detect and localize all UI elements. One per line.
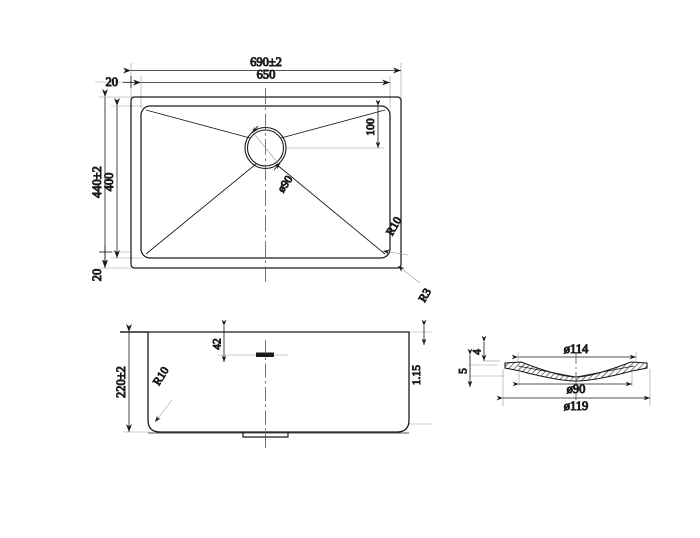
dim-inner-corner-radius: R10: [382, 214, 409, 256]
dim-overall-width-label: 690±2: [250, 55, 282, 69]
dim-bowl-width-label: 650: [257, 68, 276, 82]
dim-bowl-corner-radius-label: R10: [151, 365, 171, 388]
dim-drain-diameter-label: ø90: [276, 174, 296, 195]
dim-bowl-depth-label: 400: [102, 173, 116, 192]
dim-flange-top-diameter-label: ø114: [564, 342, 589, 356]
dim-material-thickness-label: 1.15: [411, 365, 423, 385]
detail-extension-lines: [470, 352, 651, 406]
sink-outer-rim-outline: [130, 96, 402, 269]
dim-drain-bore-diameter-label: ø90: [567, 382, 586, 396]
dim-flange-outer-diameter-label: ø119: [564, 399, 589, 413]
dim-flange-total-height: 5: [457, 348, 473, 387]
dim-flange-total-height-label: 5: [458, 368, 470, 374]
centre-stamp-mark: [256, 352, 274, 357]
dim-overall-depth: 440±2: [90, 89, 108, 268]
dim-rim-bottom: 20: [90, 245, 112, 282]
dim-bowl-depth: 400: [102, 98, 120, 258]
drain-detail-view: ø114 ø90 ø119 4 5: [457, 335, 651, 414]
sink-body-section-profile: [120, 331, 410, 433]
dim-flange-lip-height-label: 4: [472, 349, 484, 355]
dim-rim-to-ledge-label: 42: [212, 338, 224, 350]
dim-rim-bottom-label: 20: [90, 269, 104, 282]
plan-view: 690±2 650 20 440±2 400: [90, 55, 435, 305]
dim-overall-height-label: 220±2: [114, 366, 128, 398]
dim-overall-width: 690±2: [123, 55, 401, 74]
dim-rim-to-ledge: 42: [211, 319, 227, 362]
dim-outer-corner-radius-label: R3: [417, 286, 434, 304]
dim-overall-height: 220±2: [114, 324, 132, 432]
sink-bowl-outline: [140, 105, 391, 259]
dim-drain-offset-top: 100: [365, 99, 381, 148]
front-extension-lines: [123, 331, 432, 433]
dim-drain-diameter: ø90: [251, 125, 296, 195]
dim-flange-top-diameter: ø114: [511, 342, 636, 360]
dim-overall-depth-label: 440±2: [90, 166, 104, 198]
dim-drain-bore-diameter: ø90: [512, 382, 632, 397]
dim-outer-corner-radius: R3: [397, 265, 435, 305]
bowl-slope-fold-lines: [145, 109, 386, 255]
dim-flange-lip-height: 4: [471, 335, 487, 361]
dim-rim-left: 20: [105, 75, 140, 90]
dim-drain-offset-top-label: 100: [365, 118, 377, 136]
dim-rim-left-label: 20: [106, 75, 119, 89]
dim-bowl-width: 650: [133, 67, 390, 86]
dim-flange-outer-diameter: ø119: [496, 395, 650, 414]
dim-material-thickness: 1.15: [411, 319, 427, 386]
front-section-view: 220±2 R10 42 1.15: [114, 319, 432, 448]
dim-bowl-corner-radius: R10: [151, 364, 172, 423]
